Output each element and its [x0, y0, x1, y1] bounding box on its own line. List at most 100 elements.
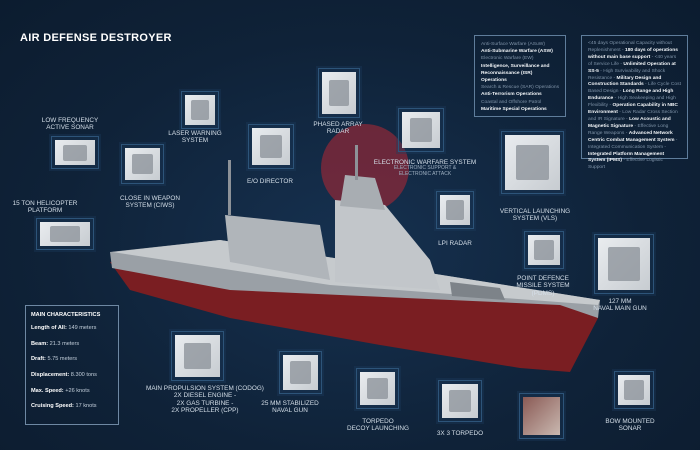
label-line: MAIN PROPULSION SYSTEM (CODOG) — [146, 385, 264, 392]
label-line: LPI RADAR — [438, 240, 472, 247]
component-image — [279, 351, 322, 394]
label-line: POINT DEFENCE — [517, 275, 569, 282]
forward-superstructure — [335, 200, 440, 290]
component-shape — [132, 153, 153, 175]
label-line: SYSTEM — [181, 137, 209, 145]
component-shape — [534, 240, 554, 260]
component-image — [436, 191, 474, 229]
component-label: E/O DIRECTOR — [247, 178, 293, 185]
mast — [340, 175, 385, 210]
label-line: ACTIVE SONAR — [46, 124, 94, 132]
page-title: AIR DEFENSE DESTROYER — [20, 32, 172, 44]
label-line: (PDMS) — [531, 289, 555, 297]
component-shape — [259, 134, 283, 159]
component-image — [524, 231, 564, 269]
label-subline: ELECTRONIC ATTACK — [398, 171, 452, 177]
component-shape — [367, 377, 388, 400]
characteristic-key: Max. Speed: — [31, 387, 66, 394]
label-line: TORPEDO — [362, 418, 394, 425]
component-image — [318, 68, 360, 118]
component-image — [356, 368, 399, 409]
feature-text: - Life Cycle Cost Based Design - — [588, 82, 681, 95]
label-line: MISSILE SYSTEM — [516, 282, 570, 290]
label-line: VERTICAL LAUNCHING — [499, 208, 571, 215]
characteristic-row: Length of All: 149 meters — [31, 325, 113, 332]
component-shape — [63, 144, 87, 161]
component-image — [181, 91, 219, 129]
component-shape — [191, 100, 209, 120]
component-image — [171, 331, 224, 381]
label-line: 15 TON HELICOPTER — [12, 200, 78, 207]
label-line: RADAR — [326, 128, 350, 136]
characteristic-value: +26 knots — [65, 387, 90, 394]
component-shape — [624, 380, 644, 400]
component-image — [36, 218, 94, 250]
component-image — [519, 393, 564, 439]
label-line: 127 MM — [608, 298, 632, 305]
label-line: BOW MOUNTED — [605, 418, 655, 425]
component-shape — [184, 342, 211, 370]
component-shape — [328, 79, 350, 107]
mission-text: Anti-Submarine Warfare (ASW) — [481, 49, 553, 55]
mission-text: Coastal and Offshore Patrol — [481, 99, 542, 105]
characteristic-key: Length of All: — [31, 325, 69, 332]
mission-item: Intelligence, Surveillance and Reconnais… — [481, 63, 559, 85]
feature-text: Advanced Network Centric Combat Manageme… — [588, 130, 675, 143]
component-shape — [608, 247, 640, 281]
component-image — [398, 108, 444, 152]
component-image — [438, 380, 482, 422]
feature-text: Military Design and Construction Standar… — [588, 75, 662, 88]
label-line: ELECTRONIC WARFARE SYSTEM — [373, 159, 477, 166]
component-image — [248, 124, 294, 169]
mission-item: Anti-Submarine Warfare (ASW) — [481, 48, 559, 55]
aft-mast — [228, 160, 231, 215]
component-shape — [290, 361, 311, 384]
component-label: LPI RADAR — [438, 240, 472, 247]
characteristic-key: Draft: — [31, 356, 48, 363]
main-mast — [355, 145, 358, 180]
label-line: PLATFORM — [27, 207, 63, 215]
label-line: NAVAL MAIN GUN — [593, 305, 647, 313]
feature-text: <45 days Operational Capacity without Re… — [588, 41, 672, 53]
features-panel: <45 days Operational Capacity without Re… — [581, 35, 688, 170]
label-line: PHASED ARRAY — [313, 121, 363, 128]
feature-text: - <40 years of Service Life - — [588, 54, 677, 67]
feature-text: - Effective Logistic Support — [588, 158, 663, 171]
feature-text: Integrated Platform Management System (I… — [588, 151, 665, 164]
characteristic-value: 5.75 meters — [47, 356, 78, 363]
mission-item: Coastal and Offshore Patrol — [481, 99, 559, 106]
component-image — [501, 131, 564, 194]
label-line: SONAR — [618, 425, 642, 433]
feature-text: Long Range and High Endurance — [588, 89, 674, 102]
feature-text: 180 days of operations without main base… — [588, 47, 678, 60]
component-image — [51, 136, 99, 169]
characteristic-value: 8.300 tons — [70, 371, 97, 378]
feature-text: Unlimited Operation at SS-5 — [588, 61, 676, 74]
feature-text: - High Seakeeping and High Flexibility - — [588, 96, 676, 109]
label-line: 25 MM STABILIZED — [261, 400, 319, 407]
label-line: 3X 3 TORPEDO — [436, 430, 484, 437]
mission-item: Anti-Surface Warfare (ASuW) — [481, 41, 559, 48]
label-line: SYSTEM (VLS) — [512, 215, 558, 223]
mission-item: Maritime Special Operations — [481, 106, 559, 113]
feature-text: Low Acoustic and Magnetic Signature — [588, 116, 671, 129]
mission-text: Anti-Surface Warfare (ASuW) — [481, 42, 545, 47]
aft-superstructure — [225, 215, 330, 280]
component-image — [121, 144, 164, 184]
feature-text: - High Survivability and Shock Resistanc… — [588, 68, 666, 81]
label-line: SYSTEM (CIWS) — [125, 202, 175, 210]
main-characteristics-heading: MAIN CHARACTERISTICS — [31, 312, 101, 318]
label-line: E/O DIRECTOR — [246, 178, 294, 185]
component-image — [594, 234, 654, 294]
component-label: MAIN PROPULSION SYSTEM (CODOG)2X DIESEL … — [146, 385, 264, 415]
label-line: DECOY LAUNCHING — [346, 425, 410, 433]
